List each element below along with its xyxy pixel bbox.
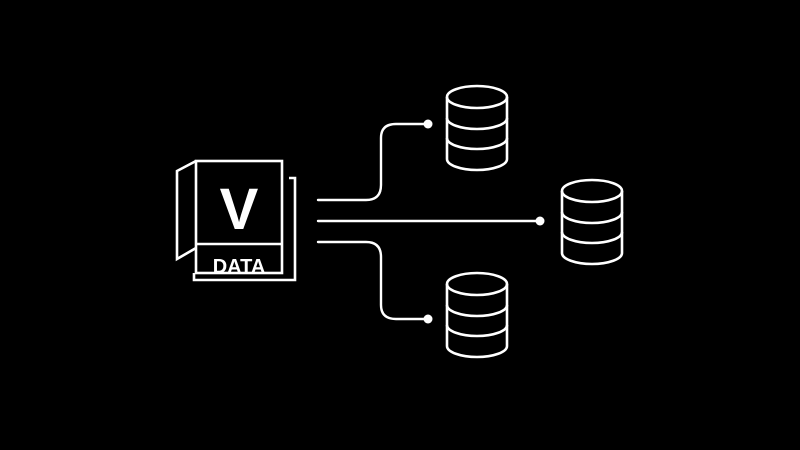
connector-line-bottom — [316, 240, 429, 321]
connector-dot-top — [423, 119, 433, 129]
logo-label: DATA — [213, 256, 266, 278]
database-icon-top — [445, 84, 509, 172]
v-data-logo-icon — [175, 159, 297, 282]
logo-back-frame — [192, 176, 297, 282]
logo-front-face — [194, 159, 284, 275]
logo-letter: V — [220, 177, 259, 242]
connector-dot-middle — [535, 216, 545, 226]
connector-dot-bottom — [423, 314, 433, 324]
connector-line-top — [316, 122, 429, 202]
database-icon-bottom — [445, 271, 509, 359]
database-icon-middle — [560, 178, 624, 266]
logo-side-panel — [175, 159, 197, 262]
